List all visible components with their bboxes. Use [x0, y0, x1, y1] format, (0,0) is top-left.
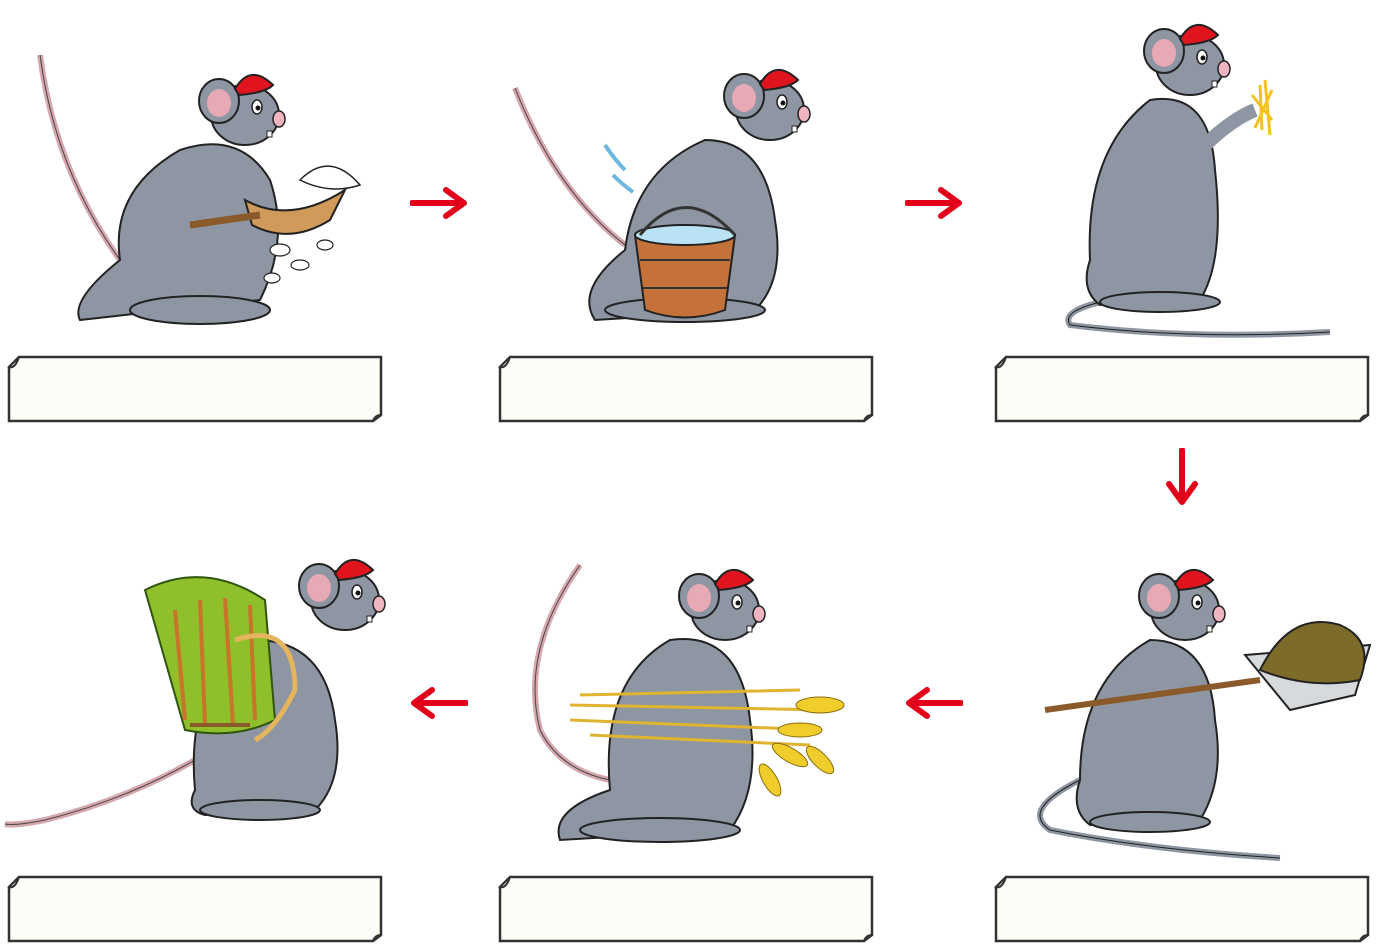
arrow-left-1: [905, 686, 963, 720]
mouse-carrying-hay-bundle-icon: [5, 530, 395, 860]
arrow-left-2: [410, 686, 468, 720]
mouse-kneading-dough-icon: [0, 20, 390, 350]
label-box-6[interactable]: [5, 873, 385, 945]
mouse-carrying-water-bucket-icon: [495, 20, 885, 350]
panel-2: [495, 20, 885, 350]
panel-4: [990, 530, 1379, 860]
label-box-4[interactable]: [992, 873, 1372, 945]
panel-6: [5, 530, 395, 860]
mouse-carrying-wheat-sheaf-icon: [500, 530, 890, 860]
label-box-2[interactable]: [496, 353, 876, 425]
mouse-holding-seedling-icon: [990, 10, 1379, 340]
arrow-right-1: [410, 186, 468, 220]
arrow-down: [1165, 448, 1199, 506]
panel-5: [500, 530, 890, 860]
label-box-1[interactable]: [5, 353, 385, 425]
arrow-right-2: [905, 186, 963, 220]
label-box-3[interactable]: [992, 353, 1372, 425]
panel-1: [0, 20, 390, 350]
panel-3: [990, 10, 1379, 340]
label-box-5[interactable]: [496, 873, 876, 945]
mouse-with-shovel-of-manure-icon: [990, 530, 1379, 860]
